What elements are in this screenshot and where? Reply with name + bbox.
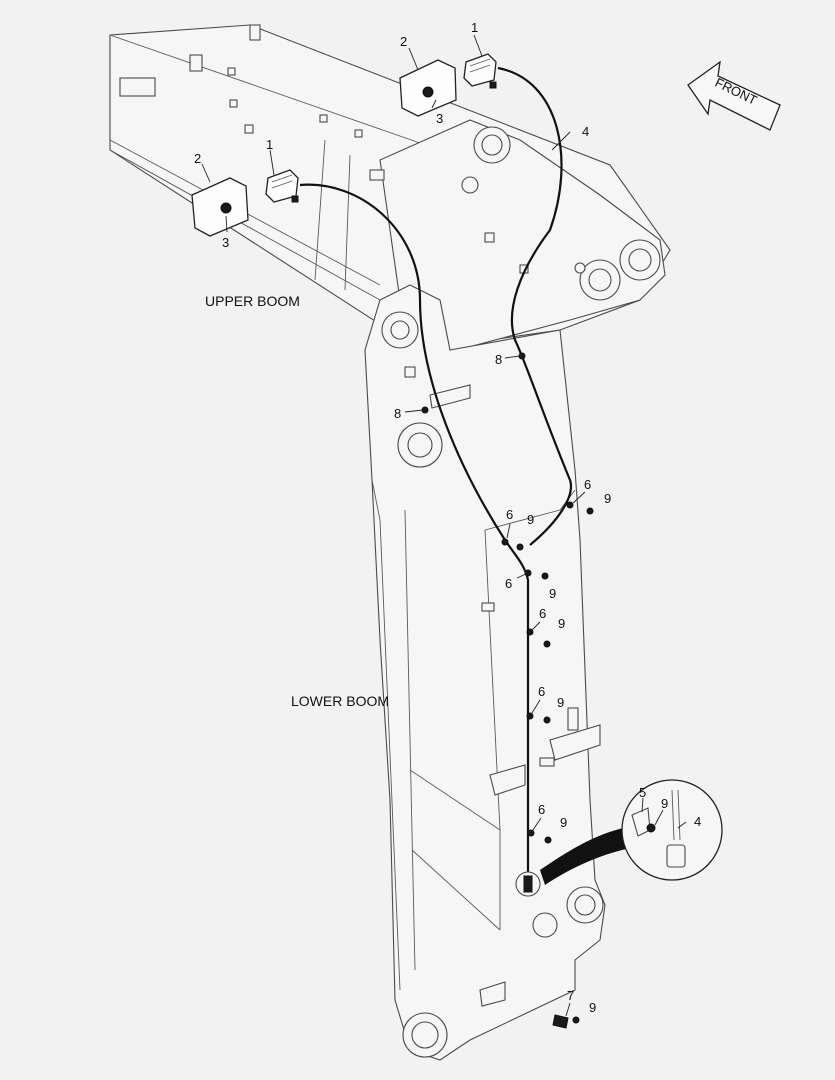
front-direction-arrow: FRONT <box>687 60 781 131</box>
callout-housing-right: 2 <box>400 34 407 49</box>
leader-lines <box>201 34 687 1017</box>
callout-clamp-4: 6 <box>539 606 546 621</box>
callout-nut-3: 9 <box>549 586 556 601</box>
callout-bolt-right: 3 <box>436 111 443 126</box>
harness-clamps <box>421 352 594 1029</box>
callout-bolt-left: 3 <box>222 235 229 250</box>
callout-detail-bracket: 5 <box>639 785 646 800</box>
callout-clamp-6: 6 <box>538 802 545 817</box>
upper-boom-label: UPPER BOOM <box>205 293 300 309</box>
lamp-assembly-right <box>399 53 497 117</box>
callout-clip-upper-1: 8 <box>495 352 502 367</box>
callout-lamp-right: 1 <box>471 20 478 35</box>
callout-nut-1: 9 <box>604 491 611 506</box>
callout-nut-6: 9 <box>560 815 567 830</box>
callout-clamp-3: 6 <box>505 576 512 591</box>
callout-nut-4: 9 <box>558 616 565 631</box>
lower-boom <box>364 284 606 1061</box>
callout-clamp-5: 6 <box>538 684 545 699</box>
callout-housing-left: 2 <box>194 151 201 166</box>
lower-boom-label: LOWER BOOM <box>291 693 389 709</box>
lamp-assembly-left <box>191 169 299 237</box>
work-lamp-housing-left <box>191 177 249 237</box>
callout-harness: 4 <box>582 124 589 139</box>
detail-inset <box>540 779 723 885</box>
callout-detail-nut: 9 <box>661 796 668 811</box>
work-lamp-right <box>463 53 497 87</box>
callout-nut-5: 9 <box>557 695 564 710</box>
callout-clamp-2: 6 <box>506 507 513 522</box>
callout-clip-bottom: 7 <box>567 988 574 1003</box>
callout-detail-harness: 4 <box>694 814 701 829</box>
callout-clip-upper-2: 8 <box>394 406 401 421</box>
upper-boom <box>109 24 671 353</box>
callout-clamp-1: 6 <box>584 477 591 492</box>
callout-nut-2: 9 <box>527 512 534 527</box>
callout-nut-7: 9 <box>589 1000 596 1015</box>
callout-lamp-left: 1 <box>266 137 273 152</box>
